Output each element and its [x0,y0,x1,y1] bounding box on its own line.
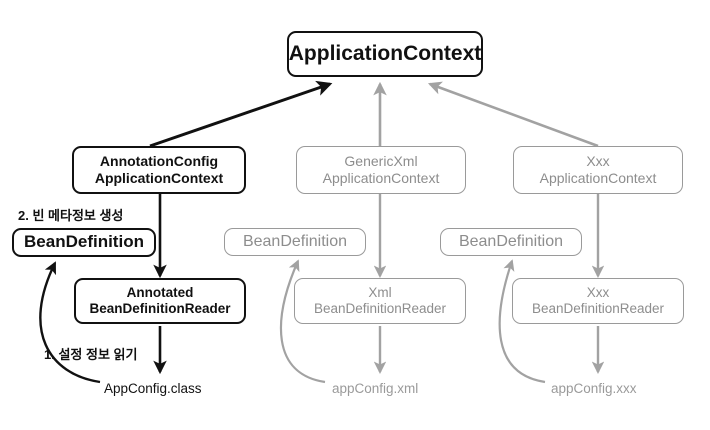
node-generic-xml-application-context[interactable]: GenericXml ApplicationContext [296,146,466,194]
node-annotation-config-application-context-line1: AnnotationConfig [99,153,219,170]
node-generic-xml-application-context-line1: GenericXml [344,153,418,170]
label-appconfig-xxx: appConfig.xxx [551,381,637,396]
step-label-1: 1. 설정 정보 읽기 [44,347,138,362]
node-annotation-config-application-context[interactable]: AnnotationConfig ApplicationContext [72,146,246,194]
node-xxx-bean-definition-reader[interactable]: Xxx BeanDefinitionReader [512,278,684,324]
node-xxx-application-context[interactable]: Xxx ApplicationContext [513,146,683,194]
node-xxx-bean-definition-reader-line2: BeanDefinitionReader [531,301,665,316]
node-xml-bean-definition-reader[interactable]: Xml BeanDefinitionReader [294,278,466,324]
node-bean-definition-xxx[interactable]: BeanDefinition [440,228,582,256]
label-appconfig-class: AppConfig.class [104,381,202,396]
node-xxx-application-context-line1: Xxx [586,153,610,170]
node-bean-definition-xml[interactable]: BeanDefinition [224,228,366,256]
node-xxx-application-context-line2: ApplicationContext [539,170,657,186]
node-annotated-bean-definition-reader[interactable]: Annotated BeanDefinitionReader [74,278,246,324]
label-appconfig-xml: appConfig.xml [332,381,419,396]
node-bean-definition-annotation[interactable]: BeanDefinition [12,228,156,257]
node-xxx-bean-definition-reader-line1: Xxx [586,285,610,301]
edge-annotation-to-context [149,80,333,148]
edge-xxx-to-context [427,81,599,148]
node-annotation-config-application-context-line2: ApplicationContext [94,170,224,186]
node-bean-definition-xml-label: BeanDefinition [242,232,348,250]
node-annotated-bean-definition-reader-line2: BeanDefinitionReader [89,301,231,316]
node-generic-xml-application-context-line2: ApplicationContext [322,170,440,186]
node-application-context[interactable]: ApplicationContext [287,31,483,77]
node-annotated-bean-definition-reader-line1: Annotated [126,285,194,301]
node-application-context-label: ApplicationContext [288,41,482,65]
node-xml-bean-definition-reader-line2: BeanDefinitionReader [313,301,447,316]
step-label-2: 2. 빈 메타정보 생성 [18,208,124,223]
node-bean-definition-xxx-label: BeanDefinition [458,232,564,250]
node-xml-bean-definition-reader-line1: Xml [368,285,392,301]
node-bean-definition-annotation-label: BeanDefinition [24,232,144,252]
